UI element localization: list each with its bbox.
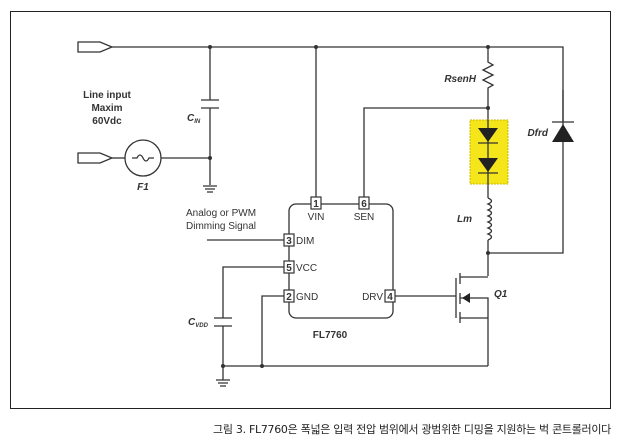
- led-icon: [478, 120, 498, 184]
- mosfet-label: Q1: [494, 289, 508, 300]
- svg-text:3: 3: [286, 236, 292, 247]
- inductor-label: Lm: [457, 214, 472, 225]
- figure-caption: 그림 3. FL7760은 폭넓은 입력 전압 범위에서 광범위한 디밍을 지원…: [213, 423, 611, 436]
- input-label-line2: Maxim: [91, 103, 122, 114]
- svg-text:4: 4: [387, 292, 393, 303]
- pin-gnd: 2 GND: [283, 289, 318, 303]
- svg-text:SEN: SEN: [354, 212, 375, 223]
- svg-text:DIM: DIM: [296, 236, 314, 247]
- ground-icon: [216, 366, 230, 387]
- ground-icon: [203, 185, 217, 193]
- svg-text:6: 6: [361, 199, 367, 210]
- vdd-capacitor-icon: [214, 317, 232, 327]
- svg-text:1: 1: [313, 199, 319, 210]
- sense-resistor-label: RsenH: [444, 74, 476, 85]
- pin-vin: 1 VIN: [308, 196, 325, 223]
- ic-label: FL7760: [313, 330, 348, 341]
- diode-label: Dfrd: [527, 128, 548, 139]
- svg-text:GND: GND: [296, 292, 318, 303]
- fuse-icon: [124, 139, 162, 177]
- svg-text:DRV: DRV: [362, 292, 383, 303]
- vdd-cap-label: CVDD: [188, 317, 209, 329]
- freewheel-diode-icon: [488, 90, 574, 254]
- input-label-line3: 60Vdc: [92, 116, 122, 127]
- svg-text:VIN: VIN: [308, 212, 325, 223]
- input-terminal-top: [77, 41, 114, 53]
- input-terminal-bottom: [77, 152, 114, 164]
- svg-text:2: 2: [286, 292, 292, 303]
- pin-drv: 4 DRV: [362, 289, 396, 303]
- svg-text:5: 5: [286, 263, 292, 274]
- input-cap-label: CIN: [187, 113, 201, 125]
- dimming-label-line2: Dimming Signal: [186, 221, 256, 232]
- fuse-label: F1: [137, 182, 149, 193]
- dimming-label-line1: Analog or PWM: [186, 208, 256, 219]
- input-label-line1: Line input: [83, 90, 131, 101]
- pin-dim: 3 DIM: [283, 233, 314, 247]
- pin-sen: 6 SEN: [354, 196, 375, 223]
- mosfet-icon: [455, 273, 489, 366]
- inductor-icon: [486, 184, 493, 276]
- pin-vcc: 5 VCC: [283, 260, 317, 274]
- input-capacitor-icon: [201, 99, 219, 109]
- svg-text:VCC: VCC: [296, 263, 317, 274]
- figure-frame: [10, 11, 611, 409]
- sense-resistor-icon: [481, 47, 495, 120]
